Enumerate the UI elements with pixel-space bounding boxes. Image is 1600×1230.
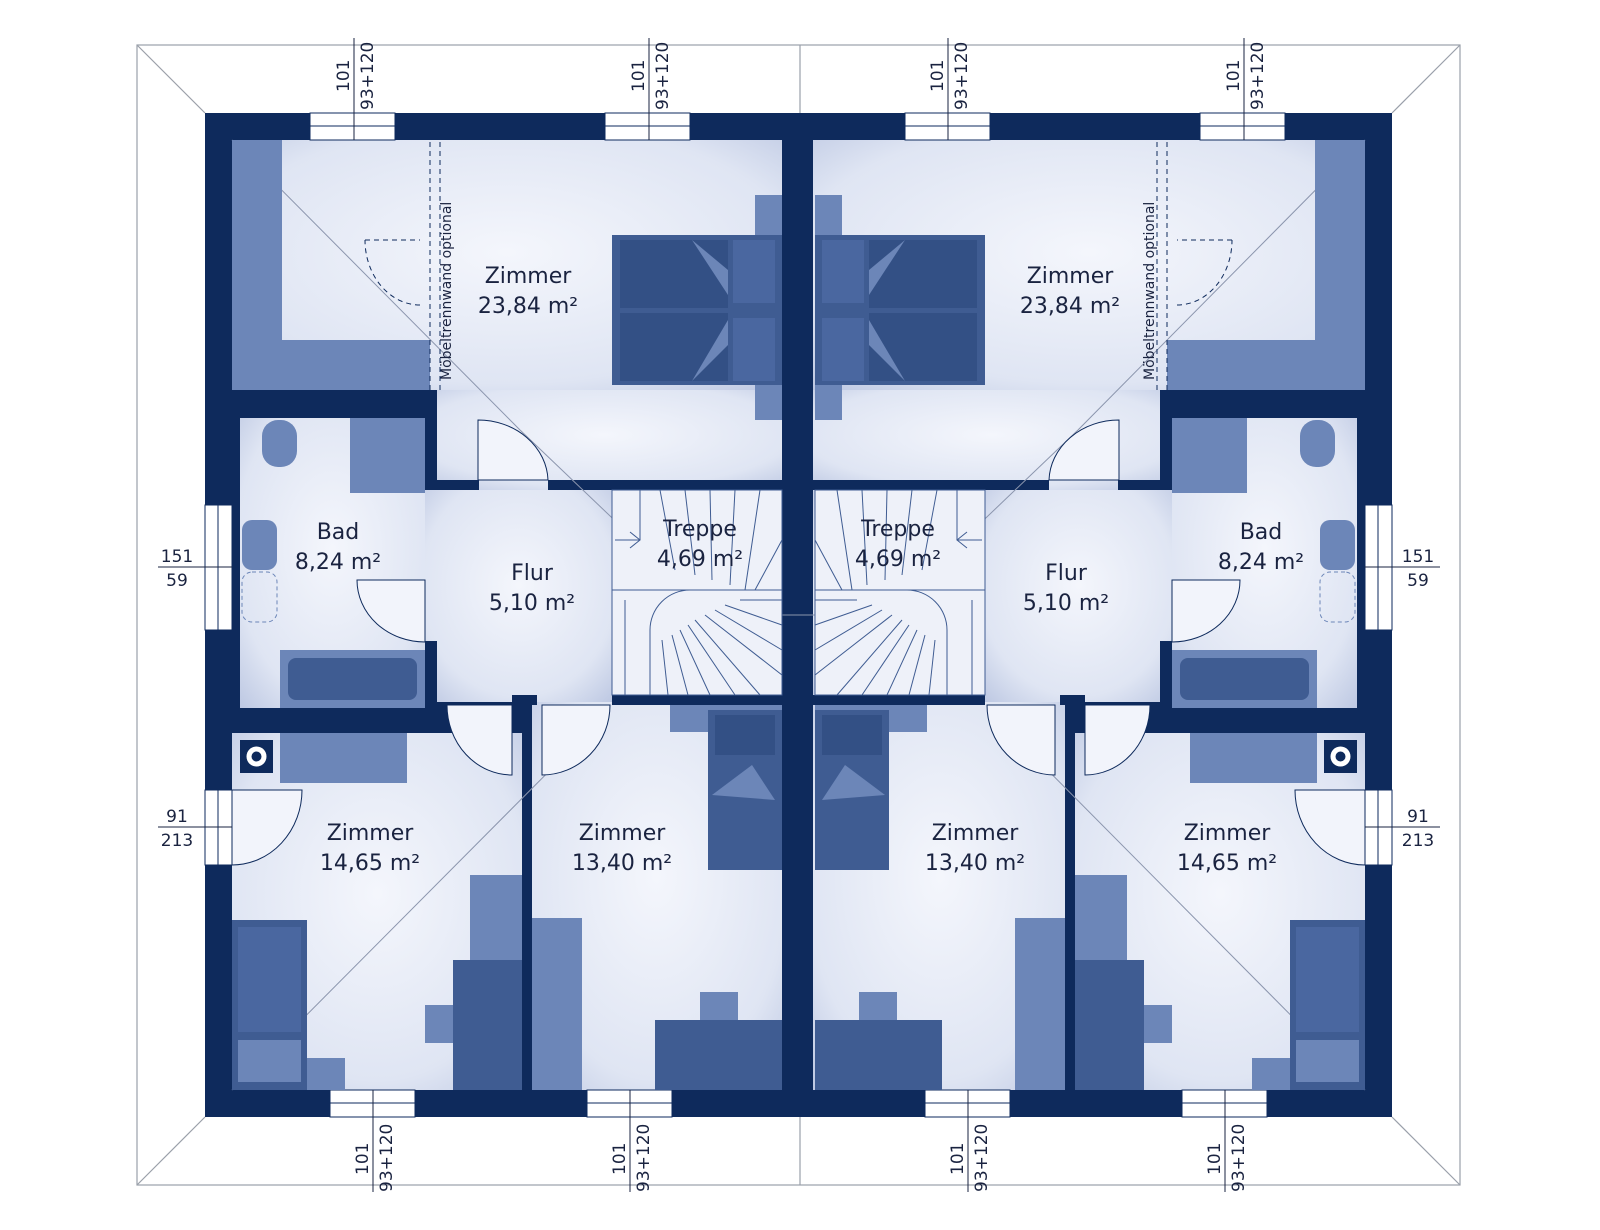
dimension-text: 213 [161,831,193,851]
dimension-text: 101 [610,1143,630,1175]
room-name: Flur [1045,561,1088,586]
room-name: Bad [1240,520,1283,545]
dimension-text: 93+120 [634,1124,654,1192]
room-area: 8,24 m² [295,550,381,575]
room-name: Zimmer [1184,821,1272,846]
room-name: Zimmer [1027,264,1115,289]
dimensions-sides: 151 59 91 213 151 59 91 213 [161,547,1434,851]
dimension-text: 93+120 [952,42,972,110]
dimension-text: 91 [166,807,188,827]
room-name: Zimmer [327,821,415,846]
room-area: 13,40 m² [572,851,672,876]
room-name: Flur [511,561,554,586]
dimensions-top: 101 93+120 101 93+120 101 93+120 101 93+… [334,42,1268,110]
dimensions-bottom: 101 93+120 101 93+120 101 93+120 101 93+… [353,1124,1249,1192]
dimension-text: 101 [353,1143,373,1175]
room-name: Treppe [662,517,737,542]
dimension-text: 93+120 [653,42,673,110]
dimension-text: 213 [1402,831,1434,851]
door-swings [231,419,1366,866]
furniture-right [815,140,1365,1090]
room-name: Treppe [860,517,935,542]
stairs-left [611,489,783,696]
dimension-text: 93+120 [972,1124,992,1192]
dimension-text: 93+120 [1248,42,1268,110]
dimension-text: 101 [1205,1143,1225,1175]
divider-wall-note: Möbeltrennwand optional [439,202,455,380]
dimension-text: 101 [334,60,354,92]
furniture-left [232,140,782,1090]
room-area: 5,10 m² [489,591,575,616]
room-name: Zimmer [485,264,573,289]
room-name: Zimmer [579,821,667,846]
dimension-text: 101 [948,1143,968,1175]
room-area: 5,10 m² [1023,591,1109,616]
dimension-text: 101 [629,60,649,92]
room-area: 4,69 m² [855,547,941,572]
room-name: Bad [317,520,360,545]
room-labels: Zimmer 23,84 m² Zimmer 23,84 m² Bad 8,24… [295,264,1304,876]
room-area: 13,40 m² [925,851,1025,876]
room-area: 23,84 m² [478,294,578,319]
dimension-text: 93+120 [358,42,378,110]
room-area: 14,65 m² [320,851,420,876]
dimension-text: 59 [166,571,188,591]
dimension-text: 101 [1224,60,1244,92]
dimension-text: 101 [928,60,948,92]
dimension-lines [158,38,1440,1192]
room-area: 4,69 m² [657,547,743,572]
dimension-text: 151 [161,547,193,567]
room-area: 23,84 m² [1020,294,1120,319]
dimension-text: 151 [1402,547,1434,567]
room-area: 8,24 m² [1218,550,1304,575]
dimension-text: 91 [1407,807,1429,827]
dimension-text: 93+120 [377,1124,397,1192]
room-area: 14,65 m² [1177,851,1277,876]
dimension-text: 59 [1407,571,1429,591]
divider-wall-note: Möbeltrennwand optional [1142,202,1158,380]
divider-wall-dashed [364,142,1233,390]
room-name: Zimmer [932,821,1020,846]
stairs-right [814,489,986,696]
dimension-text: 93+120 [1229,1124,1249,1192]
